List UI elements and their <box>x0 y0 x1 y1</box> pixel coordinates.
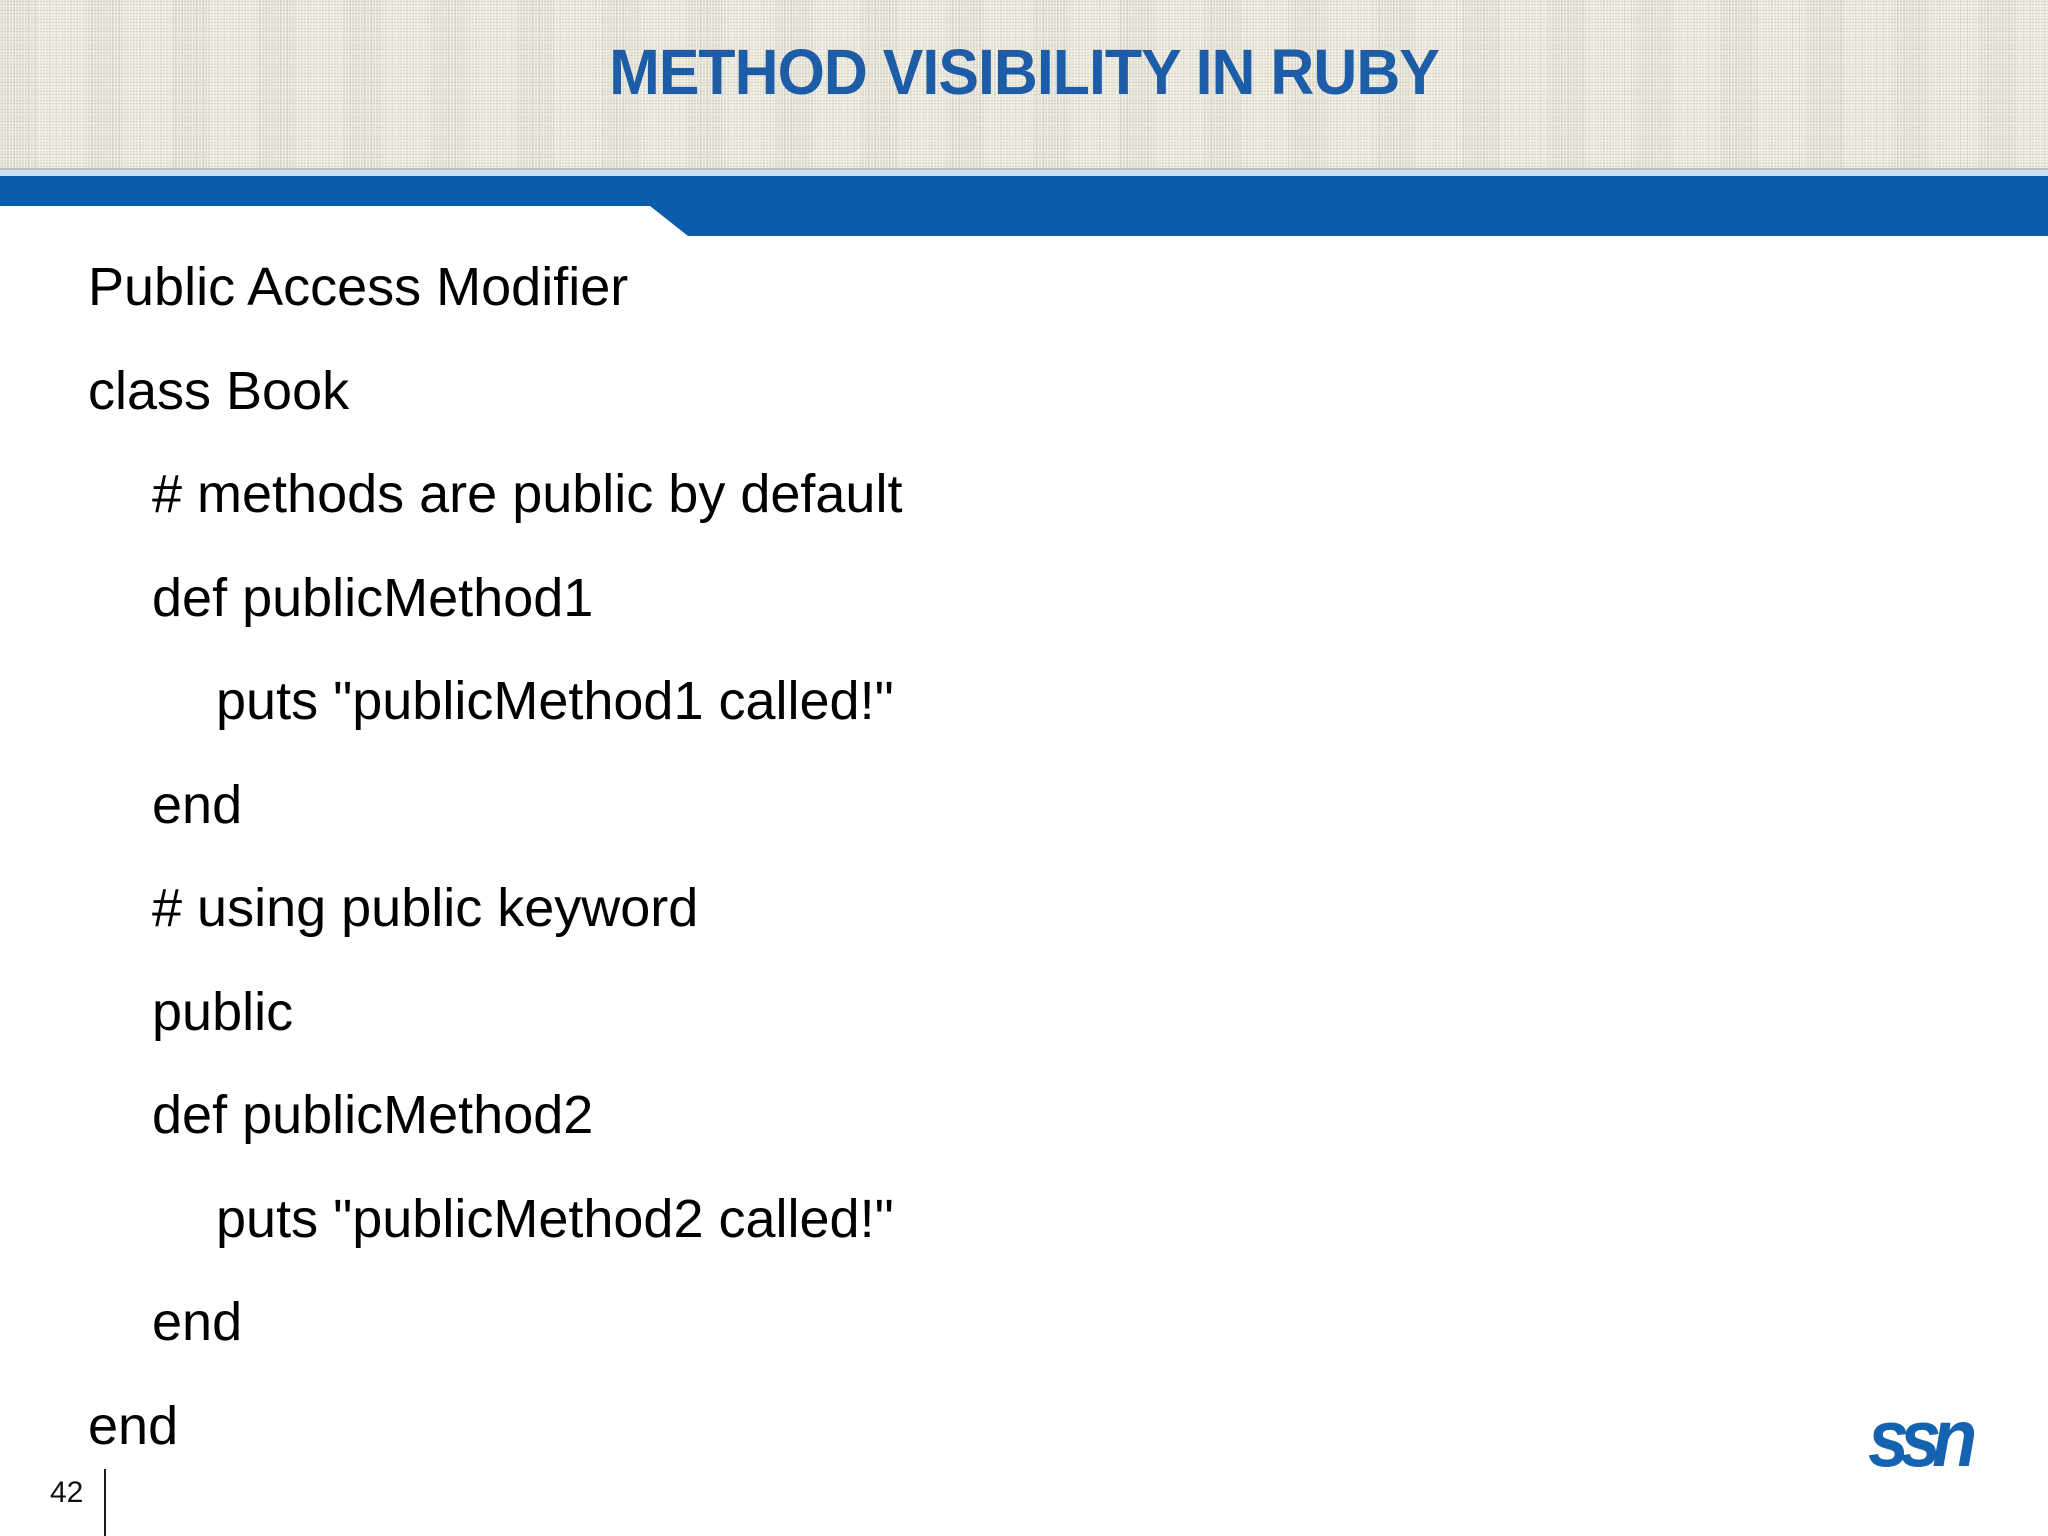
code-line: end <box>88 1395 179 1456</box>
ssn-logo: ssn <box>1868 1393 1977 1484</box>
ribbon-top-edge <box>0 168 2048 170</box>
page-number-divider <box>104 1469 106 1536</box>
code-block: Public Access Modifier class Book # meth… <box>0 236 2048 1478</box>
code-line: class Book <box>88 360 350 421</box>
code-line: # using public keyword <box>152 878 699 938</box>
code-line: def publicMethod1 <box>152 567 594 628</box>
code-line: puts "publicMethod1 called!" <box>216 671 894 731</box>
code-line: def publicMethod2 <box>152 1085 594 1145</box>
code-line: Public Access Modifier <box>88 257 629 317</box>
code-line: end <box>152 774 243 835</box>
ribbon-highlight-line <box>0 170 2048 176</box>
code-line: # methods are public by default <box>152 464 903 524</box>
code-line: public <box>152 981 294 1042</box>
slide-header: METHOD VISIBILITY IN RUBY <box>0 0 2048 170</box>
code-line: end <box>152 1292 243 1352</box>
header-ribbon <box>0 168 2048 236</box>
slide-title: METHOD VISIBILITY IN RUBY <box>609 36 1440 108</box>
page-number: 42 <box>50 1476 84 1509</box>
ribbon-shape <box>0 176 2048 236</box>
code-line: puts "publicMethod2 called!" <box>216 1188 894 1249</box>
